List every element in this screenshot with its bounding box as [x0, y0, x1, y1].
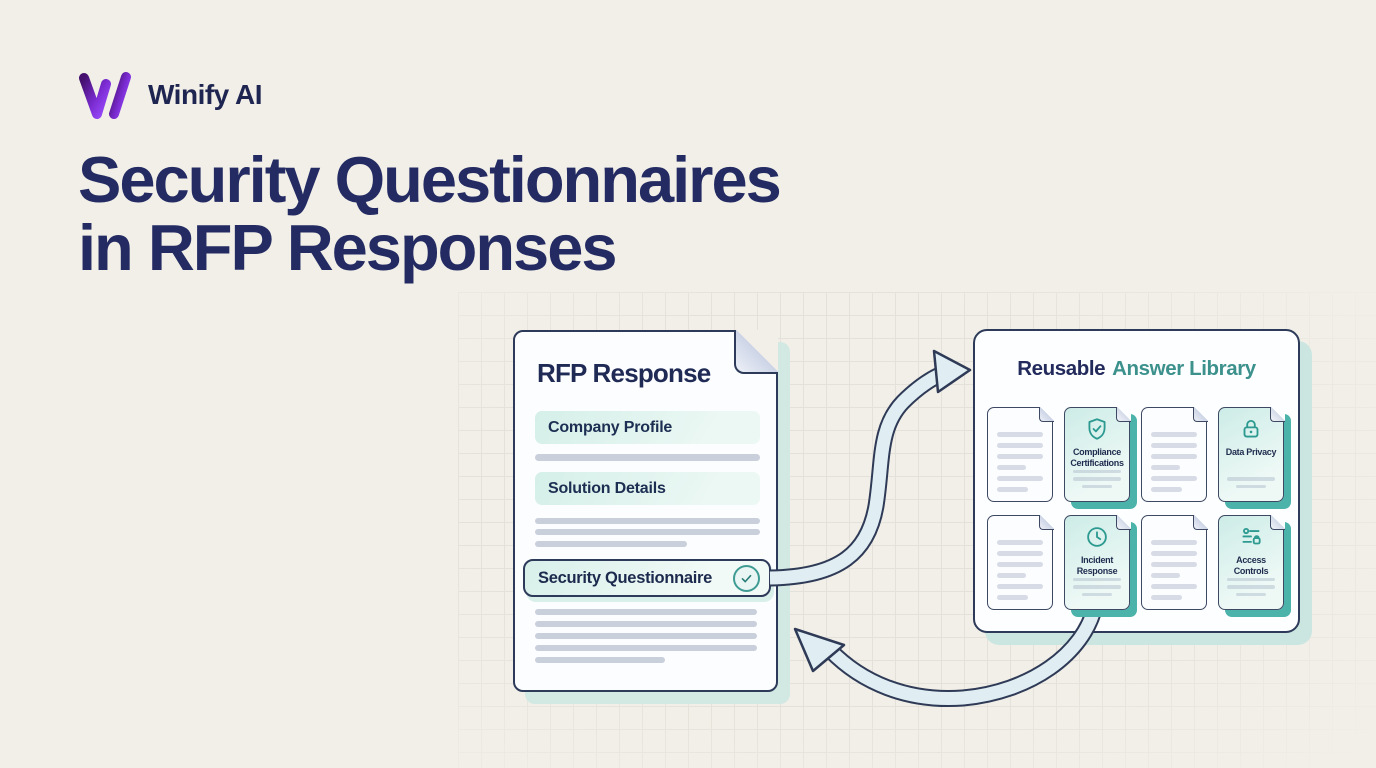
library-card-document — [987, 406, 1054, 502]
library-card-document — [987, 514, 1054, 610]
security-questionnaire-label: Security Questionnaire — [538, 568, 713, 587]
card-label: Access Controls — [1233, 555, 1269, 576]
document-lines — [1065, 469, 1129, 493]
library-card-data-privacy: Data Privacy — [1218, 406, 1285, 502]
text-line-placeholder — [535, 621, 757, 627]
page-title-line-2: in RFP Responses — [78, 211, 618, 285]
document-lines — [1065, 577, 1129, 601]
page-fold-corner — [1115, 406, 1131, 422]
text-line-placeholder — [535, 633, 757, 639]
page-fold-corner — [734, 330, 778, 374]
card-label: Compliance Certifications — [1070, 447, 1124, 468]
library-title-accent: Answer Library — [1112, 357, 1256, 380]
text-line-placeholder — [535, 529, 760, 535]
document-lines — [997, 432, 1043, 498]
card-label: Data Privacy — [1225, 447, 1277, 457]
document-lines — [1219, 577, 1283, 601]
library-card-compliance-certifications: Compliance Certifications — [1064, 406, 1131, 502]
document-lines — [1151, 540, 1197, 606]
text-line-placeholder — [535, 657, 665, 663]
page-fold-corner — [1269, 406, 1285, 422]
lock-icon — [1219, 416, 1283, 442]
library-title-primary: Reusable — [1017, 357, 1106, 380]
rfp-response-document: RFP Response Company Profile Solution De… — [513, 330, 778, 692]
page-fold-corner — [1269, 514, 1285, 530]
text-line-placeholder — [535, 541, 687, 547]
document-title: RFP Response — [537, 358, 711, 388]
winify-w-logo-icon — [79, 72, 131, 119]
document-lines — [1151, 432, 1197, 498]
page-fold-corner — [1192, 406, 1208, 422]
document-lines — [997, 540, 1043, 606]
library-title: Reusable Answer Library — [975, 357, 1298, 381]
library-card-incident-response: Incident Response — [1064, 514, 1131, 610]
library-card-document — [1141, 514, 1208, 610]
clock-icon — [1065, 524, 1129, 550]
check-circle-icon — [733, 564, 760, 592]
text-line-placeholder — [535, 609, 757, 615]
section-company-profile: Company Profile — [535, 411, 760, 444]
text-line-placeholder — [535, 454, 760, 461]
brand-name: Winify AI — [148, 79, 262, 110]
page-fold-corner — [1038, 514, 1054, 530]
library-card-document — [1141, 406, 1208, 502]
page-fold-corner — [1038, 406, 1054, 422]
page-fold-corner — [1115, 514, 1131, 530]
page-fold-corner — [1192, 514, 1208, 530]
answer-library-panel: Reusable Answer Library Compliance Certi — [973, 329, 1300, 633]
shield-check-icon — [1065, 416, 1129, 442]
brand-logo: Winify AI — [78, 70, 262, 120]
text-line-placeholder — [535, 518, 760, 524]
page-title: Security Questionnaires in RFP Responses — [78, 143, 782, 285]
text-line-placeholder — [535, 645, 757, 651]
section-security-questionnaire: Security Questionnaire — [523, 559, 771, 597]
card-label: Incident Response — [1076, 555, 1118, 576]
access-sliders-lock-icon — [1219, 524, 1283, 550]
section-solution-details: Solution Details — [535, 472, 760, 505]
library-card-access-controls: Access Controls — [1218, 514, 1285, 610]
library-card-grid: Compliance Certifications D — [987, 406, 1285, 610]
document-lines — [1219, 477, 1283, 492]
page-title-line-1: Security Questionnaires — [78, 143, 782, 216]
